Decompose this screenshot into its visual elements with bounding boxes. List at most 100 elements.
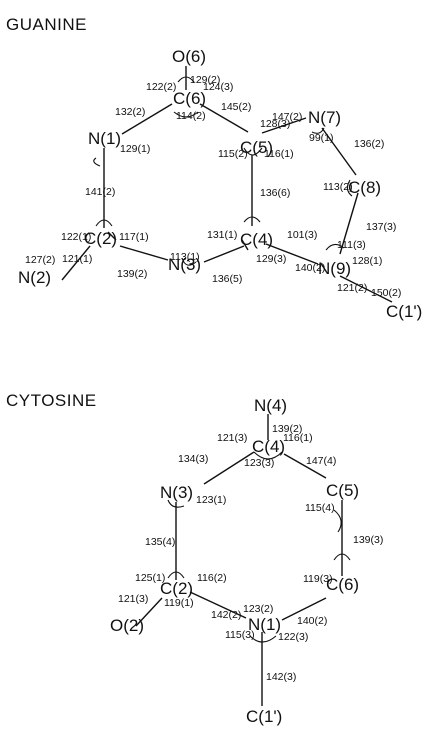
value-label: 140(2): [297, 615, 327, 627]
atom-n1: N(1): [248, 615, 281, 634]
guanine-angle-arcs: [93, 76, 353, 266]
value-label: 142(3): [266, 671, 296, 683]
bond-c6-c5: [199, 103, 249, 133]
value-label: 129(1): [120, 143, 150, 155]
value-label: 139(2): [272, 423, 302, 435]
value-label: 131(1): [207, 229, 237, 241]
value-label: 145(2): [221, 101, 251, 113]
arc-n1: [249, 635, 277, 643]
value-label: 111(3): [337, 239, 366, 251]
value-label: 115(3): [225, 629, 255, 641]
value-label: 142(2): [211, 609, 241, 621]
cytosine-bonds: [135, 414, 343, 706]
value-label: 119(1): [164, 597, 194, 609]
atom-c4: C(4): [240, 230, 273, 249]
value-label: 123(3): [244, 457, 274, 469]
atom-c1p: C(1'): [386, 302, 422, 321]
guanine-atoms: O(6) C(6) N(1) C(5) N(7) C(8) C(2) C(4) …: [18, 47, 422, 321]
bond-n7-c8: [321, 127, 357, 176]
value-label: 114(2): [176, 110, 206, 122]
value-label: 129(2): [190, 74, 220, 86]
arc-n3: [181, 257, 197, 266]
atom-n7: N(7): [308, 108, 341, 127]
value-label: 134(3): [178, 453, 208, 465]
cytosine-angle-arcs: [167, 451, 351, 643]
atom-c6: C(6): [173, 89, 206, 108]
value-label: 117(1): [119, 231, 149, 243]
atom-c2: C(2): [84, 229, 117, 248]
arc-c4: [253, 451, 283, 460]
value-label: 127(2): [25, 254, 55, 266]
value-label: 128(3): [260, 118, 290, 130]
value-label: 121(3): [118, 593, 148, 605]
value-label: 121(3): [217, 432, 247, 444]
bond-c2-n3: [119, 245, 169, 261]
cytosine-title: CYTOSINE: [6, 391, 97, 410]
value-label: 124(3): [203, 81, 233, 93]
atom-n1: N(1): [88, 129, 121, 148]
value-label: 116(2): [197, 572, 227, 584]
value-label: 128(1): [352, 255, 382, 267]
atom-n4: N(4): [254, 396, 287, 415]
value-label: 147(4): [306, 455, 336, 467]
atom-c5: C(5): [240, 138, 273, 157]
value-label: 119(3): [303, 573, 333, 585]
value-label: 139(2): [117, 268, 147, 280]
bond-c2-n2: [61, 245, 91, 281]
bond-c2-o2: [135, 597, 163, 627]
value-label: 113(1): [170, 251, 200, 263]
bond-n1-c6: [281, 597, 327, 621]
value-label: 136(2): [354, 138, 384, 150]
atom-c6: C(6): [326, 575, 359, 594]
value-label: 137(3): [366, 221, 396, 233]
bond-n9-c1p: [339, 275, 393, 303]
arc-c8: [346, 179, 353, 197]
value-label: 116(1): [264, 148, 294, 160]
atom-o2: O(2): [110, 616, 144, 635]
value-label: 113(2): [323, 181, 353, 193]
value-label: 123(1): [196, 494, 226, 506]
value-label: 136(6): [260, 187, 290, 199]
bond-c8-n9: [339, 192, 359, 255]
arc-o6: [177, 76, 195, 83]
value-label: 122(1): [61, 231, 91, 243]
value-label: 139(3): [353, 534, 383, 546]
value-label: 140(2): [295, 262, 325, 274]
arc-n9-upper: [325, 243, 345, 251]
arc-c2: [167, 571, 185, 579]
cytosine-values: 139(2) 121(3) 116(1) 134(3) 123(3) 147(4…: [118, 423, 383, 683]
atom-c2: C(2): [160, 579, 193, 598]
tick-c4: [241, 239, 249, 251]
cytosine-structure: CYTOSINE N(4) C(4) N(3) C(5): [6, 391, 383, 726]
value-label: 121(1): [62, 253, 92, 265]
arc-c4-upper: [243, 216, 261, 223]
atom-o6: O(6): [172, 47, 206, 66]
value-label: 122(2): [146, 81, 176, 93]
value-label: 150(2): [371, 287, 401, 299]
guanine-title: GUANINE: [6, 15, 87, 34]
atom-n9: N(9): [318, 259, 351, 278]
value-label: 115(4): [305, 502, 335, 514]
value-label: 129(3): [256, 253, 286, 265]
value-label: 122(3): [278, 631, 308, 643]
atom-c8: C(8): [348, 178, 381, 197]
atom-c5: C(5): [326, 481, 359, 500]
arc-c5: [333, 509, 342, 533]
atom-n3: N(3): [168, 255, 201, 274]
bond-c2-n1: [189, 591, 247, 619]
arc-c2-upper: [95, 219, 113, 227]
value-label: 115(2): [218, 148, 248, 160]
value-label: 135(4): [145, 536, 175, 548]
arc-c6-lower: [173, 111, 199, 118]
value-label: 147(2): [272, 111, 302, 123]
value-label: 99(1): [309, 132, 334, 144]
value-label: 121(2): [337, 282, 367, 294]
value-label: 132(2): [115, 106, 145, 118]
bond-c6-n1: [121, 103, 173, 135]
bond-c5-n7: [261, 117, 307, 134]
arc-c5: [243, 147, 263, 156]
value-label: 101(3): [287, 229, 317, 241]
bond-c4-n9: [265, 243, 319, 265]
cytosine-atoms: N(4) C(4) N(3) C(5) C(2) C(6) O(2) N(1) …: [110, 396, 359, 726]
arc-n7: [311, 127, 325, 134]
